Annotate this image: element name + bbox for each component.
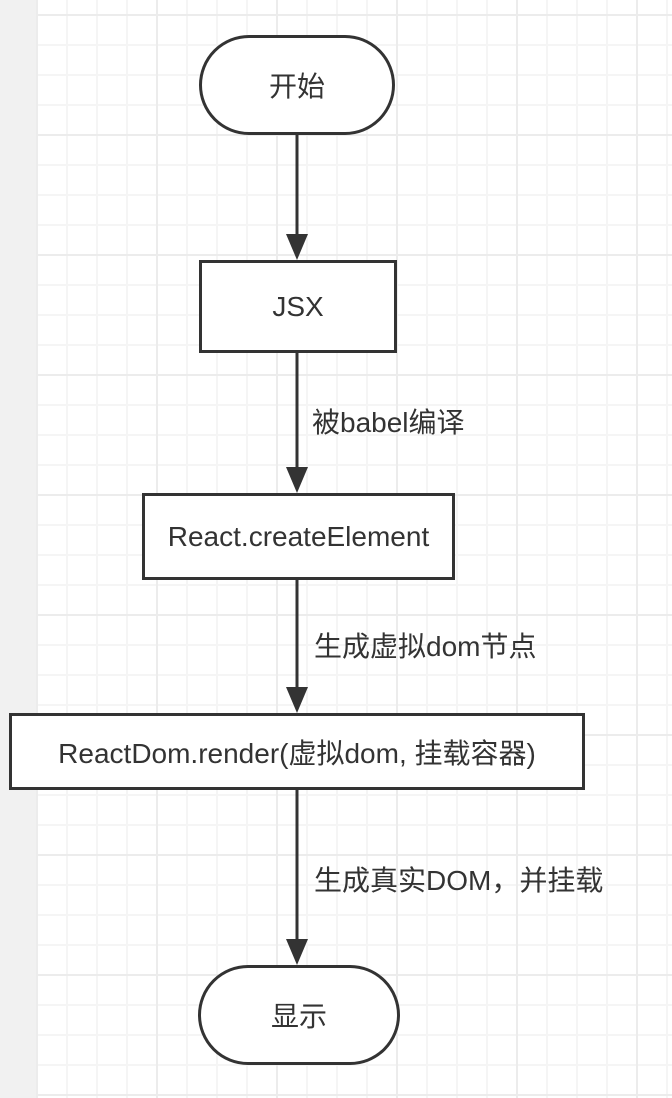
flow-node-display-label: 显示	[270, 1001, 327, 1032]
arrow-line	[295, 580, 299, 707]
flow-node-jsx-label: JSX	[272, 290, 324, 322]
arrowhead-icon	[286, 234, 308, 260]
edge-label-real-dom: 生成真实DOM，并挂载	[314, 865, 604, 896]
arrowhead-icon	[286, 939, 308, 965]
canvas-left-margin	[0, 0, 36, 1098]
arrow-jsx-to-create-element	[286, 353, 308, 493]
edge-label-virtual-dom: 生成虚拟dom节点	[314, 631, 537, 662]
flow-node-create-element-label: React.createElement	[167, 520, 430, 552]
arrow-render-to-display	[286, 790, 308, 965]
arrow-line	[295, 790, 299, 959]
flow-node-display: 显示	[198, 965, 400, 1065]
flow-node-render: ReactDom.render(虚拟dom, 挂载容器)	[9, 713, 585, 790]
edge-label-babel: 被babel编译	[312, 407, 465, 438]
arrow-line	[295, 135, 299, 254]
flow-node-jsx: JSX	[199, 260, 397, 353]
flow-node-create-element: React.createElement	[142, 493, 455, 580]
arrowhead-icon	[286, 687, 308, 713]
arrow-line	[295, 353, 299, 487]
arrowhead-icon	[286, 467, 308, 493]
flow-node-start: 开始	[199, 35, 395, 135]
flow-node-render-label: ReactDom.render(虚拟dom, 挂载容器)	[58, 737, 536, 769]
flow-node-start-label: 开始	[268, 71, 325, 102]
arrow-start-to-jsx	[286, 135, 308, 260]
arrow-create-element-to-render	[286, 580, 308, 713]
